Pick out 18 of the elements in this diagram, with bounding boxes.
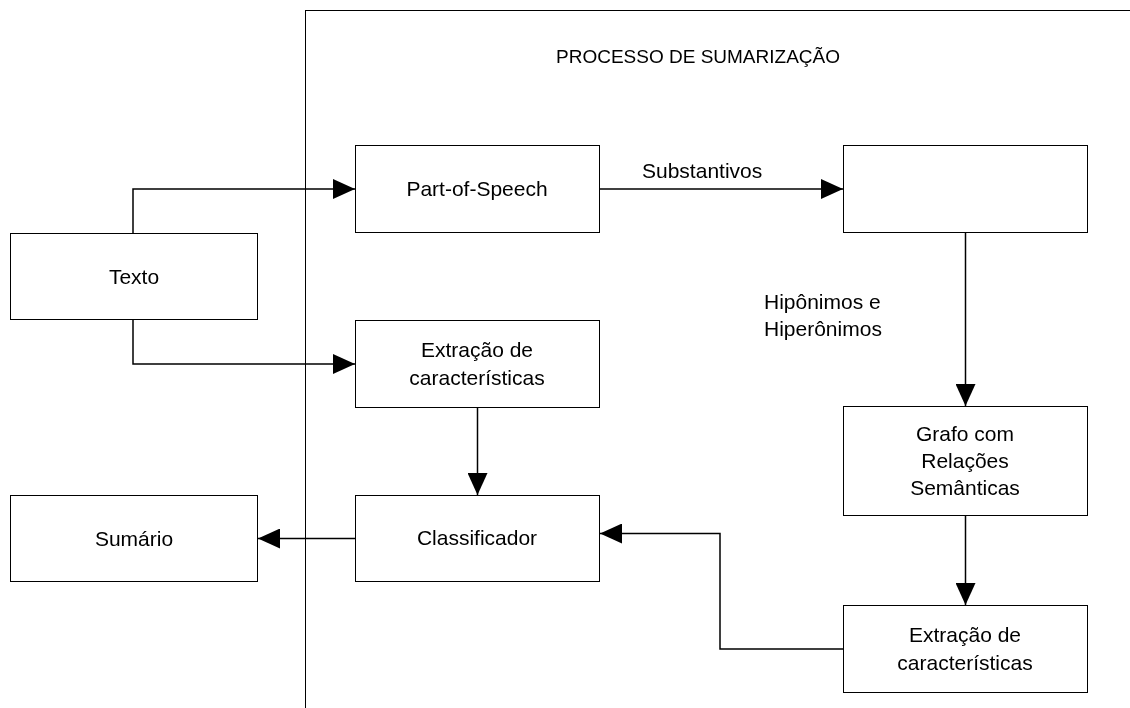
process-box: Extração de características bbox=[842, 604, 1088, 693]
arrow bbox=[132, 179, 356, 234]
process-box: Part-of-Speech bbox=[354, 144, 600, 233]
process-box: Sumário bbox=[10, 495, 258, 582]
process-box: Extração de características bbox=[354, 319, 600, 408]
process-box: Texto bbox=[10, 233, 258, 320]
process-frame bbox=[305, 10, 1130, 708]
arrow bbox=[955, 515, 976, 606]
arrow bbox=[599, 523, 844, 650]
process-box: Grafo com Relações Semânticas bbox=[842, 405, 1088, 516]
process-box bbox=[842, 144, 1088, 233]
arrow bbox=[467, 407, 488, 496]
arrow bbox=[132, 319, 356, 374]
arrow bbox=[955, 232, 976, 407]
process-box: Classificador bbox=[354, 494, 600, 582]
frame-heading: PROCESSO DE SUMARIZAÇÃO bbox=[556, 45, 840, 69]
arrow bbox=[257, 528, 356, 549]
arrow bbox=[599, 179, 844, 199]
